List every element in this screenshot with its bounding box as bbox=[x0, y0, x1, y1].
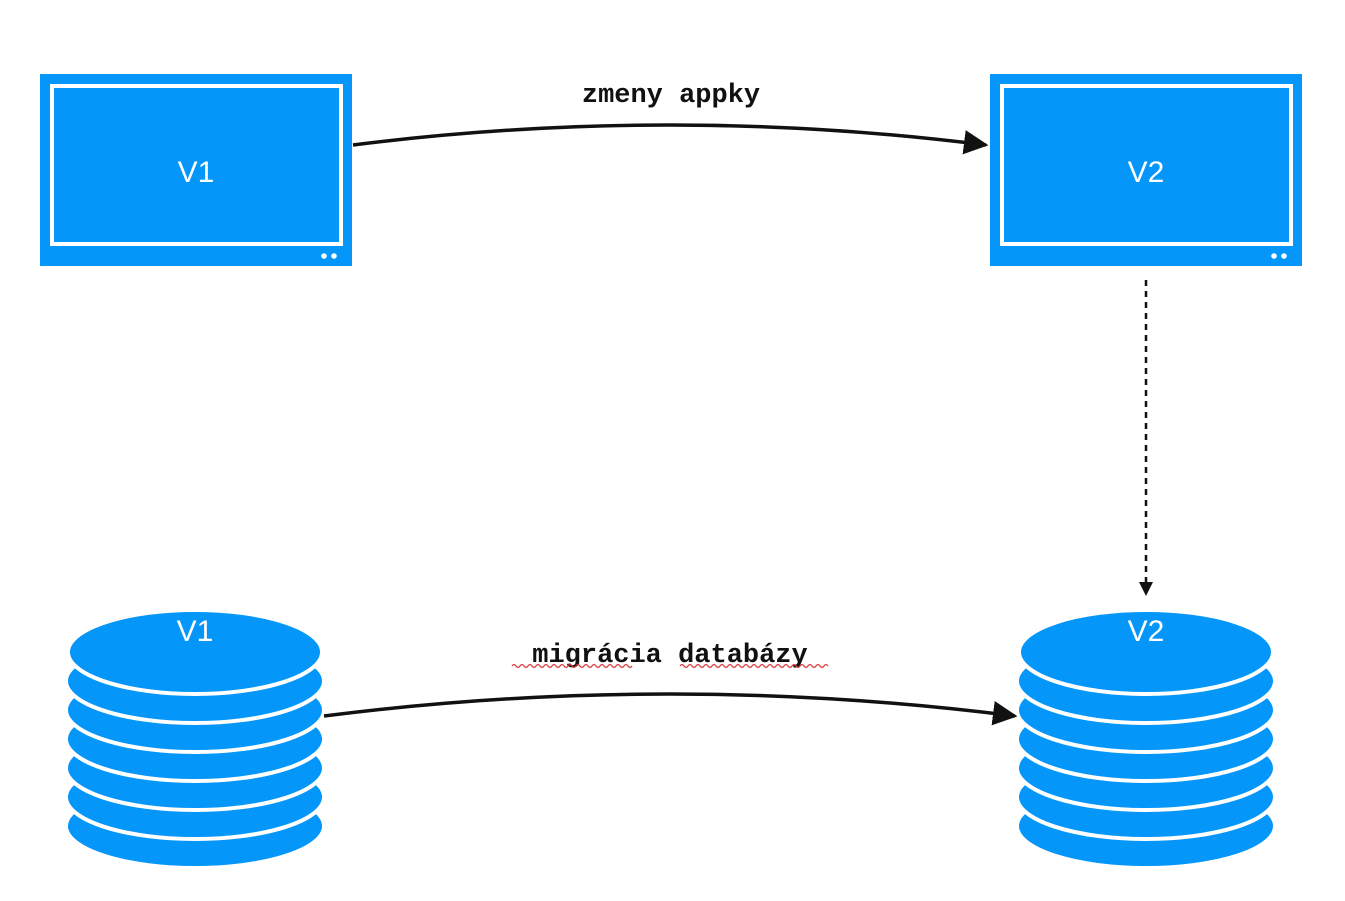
database-top-disk bbox=[1017, 608, 1275, 696]
db-v2-node: V2 bbox=[1015, 608, 1277, 870]
edge-app-to-db bbox=[1139, 280, 1153, 596]
app-v2-window-inner bbox=[1000, 84, 1293, 246]
database-top-disk bbox=[66, 608, 324, 696]
app-v1-window-frame bbox=[40, 74, 352, 266]
arrowhead-down-icon bbox=[1139, 582, 1153, 596]
database-icon bbox=[64, 608, 326, 870]
db-migration-label: migrácia databázy bbox=[532, 641, 807, 671]
spellcheck-underline-icon bbox=[511, 663, 633, 669]
db-migration-arrow bbox=[323, 692, 1018, 726]
spellcheck-underline-icon bbox=[679, 663, 829, 669]
db-v1-label: V1 bbox=[177, 615, 214, 648]
app-change-arrow bbox=[352, 123, 989, 155]
edge-db-migration: migrácia databázy bbox=[323, 641, 1018, 726]
db-v1-node: V1 bbox=[64, 608, 326, 870]
app-v1-window-inner bbox=[50, 84, 343, 246]
app-v1-node: V1 bbox=[40, 74, 352, 266]
app-v2-window-frame bbox=[990, 74, 1302, 266]
window-dots-icon bbox=[321, 253, 337, 259]
database-icon bbox=[1015, 608, 1277, 870]
app-change-label: zmeny appky bbox=[582, 81, 760, 111]
db-v2-label: V2 bbox=[1128, 615, 1165, 648]
window-dots-icon bbox=[1271, 253, 1287, 259]
app-v2-node: V2 bbox=[990, 74, 1302, 266]
edge-app-change: zmeny appky bbox=[352, 81, 989, 155]
app-v1-label: V1 bbox=[178, 156, 215, 189]
app-v2-label: V2 bbox=[1128, 156, 1165, 189]
